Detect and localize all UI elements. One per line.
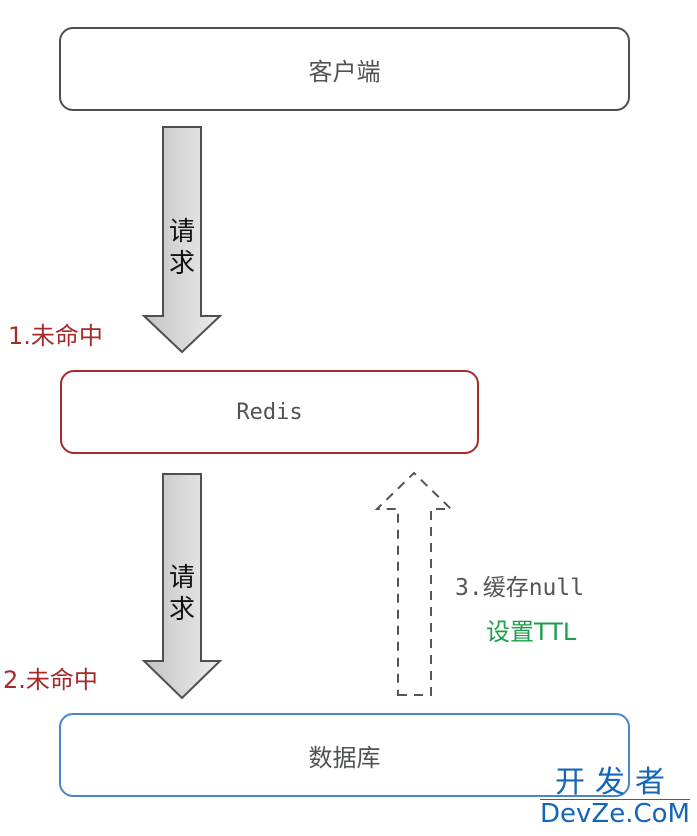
cache-null-label: 3.缓存null xyxy=(455,575,585,601)
client-node: 客户端 xyxy=(59,27,630,111)
redis-label: Redis xyxy=(236,399,303,425)
request-arrow-2 xyxy=(141,473,223,700)
request-arrow-1 xyxy=(141,126,223,354)
redis-node: Redis xyxy=(60,370,479,454)
database-node: 数据库 xyxy=(59,713,630,797)
request-char: 请 xyxy=(168,217,195,247)
cache-miss-label-2: 2.未命中 xyxy=(3,666,98,694)
watermark: 开发者 DevZe.CoM xyxy=(540,767,690,828)
set-ttl-label: 设置TTL xyxy=(486,618,577,646)
request-char: 请 xyxy=(168,563,195,593)
request-char: 求 xyxy=(168,595,195,625)
watermark-cn: 开发者 xyxy=(540,767,690,800)
cache-miss-label-1: 1.未命中 xyxy=(8,322,103,350)
client-label: 客户端 xyxy=(308,57,381,86)
watermark-en: DevZe.CoM xyxy=(540,799,690,829)
request-arrow-1-label: 请 求 xyxy=(167,216,197,280)
request-char: 求 xyxy=(168,249,195,279)
database-label: 数据库 xyxy=(308,743,381,772)
request-arrow-2-label: 请 求 xyxy=(167,562,197,626)
cache-null-dashed-arrow xyxy=(374,471,454,696)
